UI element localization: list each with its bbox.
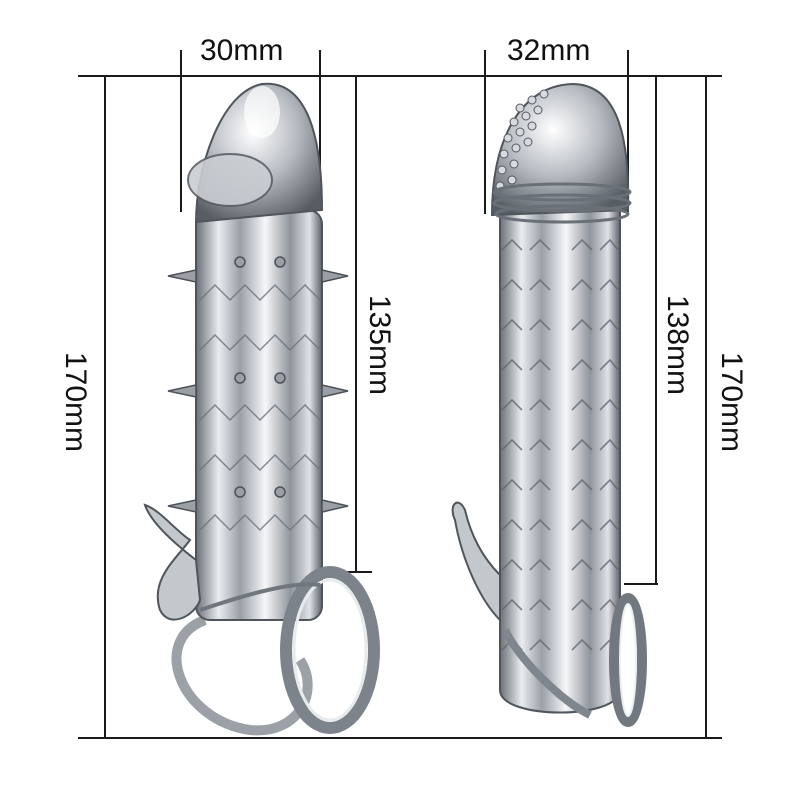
left-total-length-label: 170mm [59,352,92,453]
left-width-label: 30mm [200,34,284,67]
right-width-label: 32mm [507,34,591,67]
ribbed-sleeve-icon [451,82,647,727]
dimension-lines [78,50,722,739]
spiked-sleeve-icon [143,82,380,736]
left-inner-length-label: 135mm [363,295,396,396]
right-inner-length-label: 138mm [661,295,694,396]
right-total-length-label: 170mm [715,352,748,453]
